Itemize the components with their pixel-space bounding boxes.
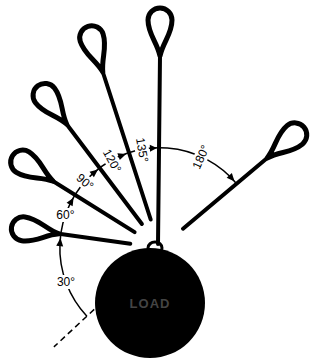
angle-label: 120°	[99, 145, 124, 175]
load-label: LOAD	[130, 296, 171, 311]
load-circle: LOAD	[95, 248, 205, 358]
angle-label: 60°	[55, 208, 75, 222]
angle-label: 180°	[189, 141, 213, 171]
angle-label: 90°	[72, 170, 96, 194]
reference-line	[54, 309, 94, 347]
angle-label: 135°	[133, 135, 151, 164]
sling-legs	[53, 56, 267, 244]
sling-loops	[6, 8, 312, 246]
angle-label: 30°	[56, 275, 76, 289]
